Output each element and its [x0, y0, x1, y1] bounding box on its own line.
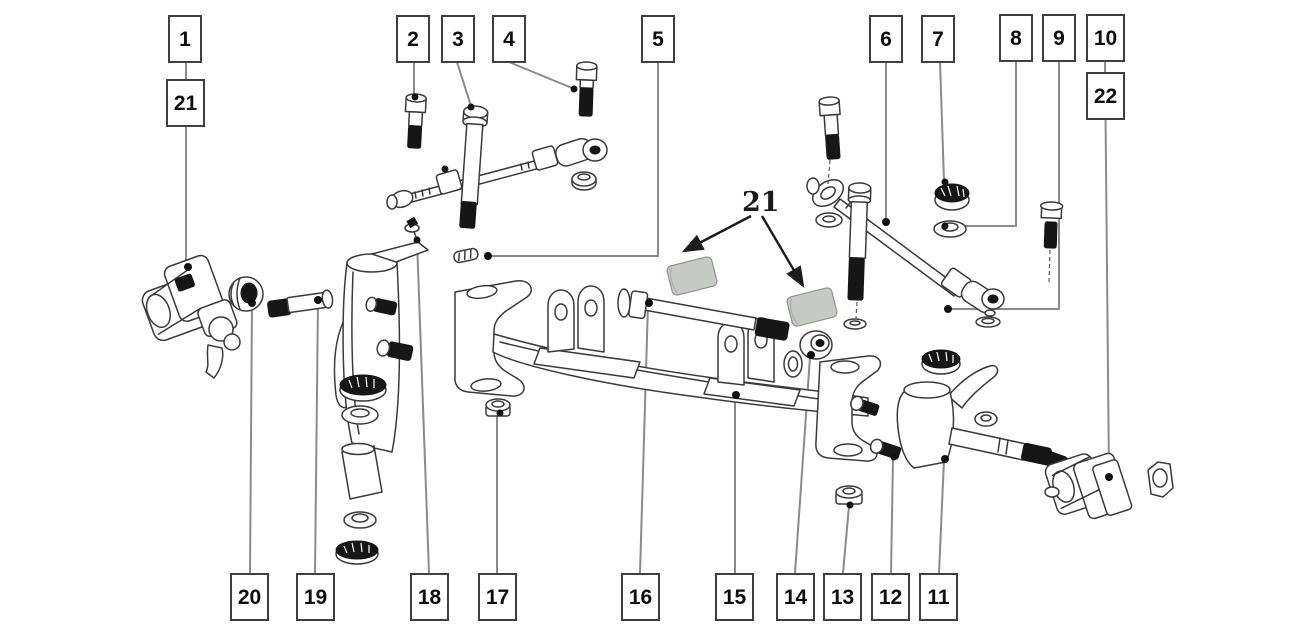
floating-label-21: 21: [742, 187, 780, 218]
callout-box-17: 17: [478, 573, 517, 621]
callout-label: 2: [407, 27, 419, 51]
leader-9: [951, 62, 1060, 310]
callout-label: 16: [628, 585, 653, 609]
leader-12: [890, 457, 894, 574]
callout-label: 15: [722, 585, 747, 609]
callout-box-15: 15: [715, 573, 754, 621]
leader-20: [249, 303, 253, 574]
callout-label: 19: [303, 585, 328, 609]
part-cap-nut-17: [485, 398, 511, 417]
part-hex-nut-small: [571, 171, 597, 191]
part-grease-fitting-18: [404, 216, 420, 240]
part-pin-5: [453, 247, 479, 264]
leader-8: [948, 62, 1017, 227]
part-axle-beam-15: [454, 280, 882, 462]
callout-box-16: 16: [621, 573, 660, 621]
part-bolt-9: [1039, 201, 1064, 249]
arrow-to-left-bushing: [681, 214, 752, 253]
callout-label: 21: [173, 91, 198, 115]
leader-5: [490, 62, 659, 257]
callout-box-5: 5: [641, 15, 675, 63]
assembly-axis-dashed: [855, 301, 858, 319]
callout-label: 7: [932, 27, 944, 51]
callout-label: 14: [783, 585, 808, 609]
part-bolt-top-right: [818, 96, 841, 160]
callout-box-8: 8: [999, 14, 1033, 62]
callout-box-21: 21: [166, 79, 205, 127]
part-king-pin-3: [459, 105, 489, 229]
callout-label: 13: [830, 585, 855, 609]
part-drag-link-6: [806, 177, 1005, 328]
callout-box-20: 20: [230, 573, 269, 621]
leader-7: [939, 61, 945, 182]
part-bolt-4: [575, 61, 598, 117]
leader-lines: [185, 61, 1110, 574]
callout-box-13: 13: [823, 573, 862, 621]
callout-label: 10: [1093, 26, 1118, 50]
callout-label: 5: [652, 27, 664, 51]
callout-label: 12: [878, 585, 903, 609]
leader-11: [938, 459, 945, 574]
leader-dots: [184, 85, 1113, 509]
callout-box-11: 11: [919, 573, 958, 621]
callout-label: 3: [452, 27, 464, 51]
part-bushing-right-21: [786, 287, 838, 327]
part-cap-20: [228, 276, 264, 312]
callout-box-3: 3: [441, 15, 475, 63]
callout-box-2: 2: [396, 15, 430, 63]
part-bolt-2: [404, 93, 427, 149]
callout-box-4: 4: [492, 15, 526, 63]
part-washer-under-pin: [843, 318, 867, 330]
leader-10: [1104, 61, 1110, 477]
leader-18: [416, 239, 430, 574]
leader-19: [314, 300, 319, 574]
callout-box-10: 10: [1086, 14, 1125, 62]
part-bearing-7: [934, 183, 970, 211]
part-washer-top-right: [815, 212, 843, 228]
part-left-hub-assembly: [141, 254, 241, 379]
part-flanged-nut-14: [799, 330, 833, 360]
callout-label: 6: [880, 27, 892, 51]
part-left-tie-rod: [386, 137, 608, 210]
floating-label-group: 21: [681, 187, 805, 289]
callout-box-22: 22: [1086, 72, 1125, 120]
callout-label: 11: [927, 585, 950, 609]
part-king-pin-right: [847, 182, 872, 301]
part-bushing-left-21: [666, 256, 718, 296]
callout-box-12: 12: [871, 573, 910, 621]
callout-label: 4: [503, 27, 515, 51]
part-bolt-12a: [850, 395, 880, 416]
leader-16: [639, 303, 649, 574]
callout-box-6: 6: [869, 15, 903, 63]
part-spindle-19: [267, 289, 334, 318]
callout-label: 17: [485, 585, 510, 609]
part-left-knuckle: [333, 241, 429, 453]
leader-3: [456, 61, 472, 107]
callout-box-9: 9: [1042, 14, 1076, 62]
part-cap-nut-13: [835, 485, 863, 505]
callout-label: 8: [1010, 26, 1022, 50]
assembly-axis-dashed: [1048, 249, 1051, 285]
part-bolt-16: [617, 288, 803, 378]
part-right-knuckle-11: [896, 349, 1052, 469]
callout-label: 1: [179, 27, 191, 51]
callout-box-7: 7: [921, 15, 955, 63]
callout-box-19: 19: [296, 573, 335, 621]
callout-label: 20: [237, 585, 262, 609]
callout-box-18: 18: [410, 573, 449, 621]
callout-label: 9: [1053, 26, 1065, 50]
callout-box-1: 1: [168, 15, 202, 63]
callout-label: 18: [417, 585, 442, 609]
leader-13: [842, 505, 850, 574]
part-hex-nut-right: [1147, 461, 1174, 498]
callout-box-14: 14: [776, 573, 815, 621]
callout-label: 22: [1093, 84, 1118, 108]
part-washer-8: [933, 220, 967, 238]
part-right-hub-assembly: [1041, 450, 1133, 520]
leader-4: [508, 61, 573, 89]
part-bearing-stack-left: [335, 374, 387, 565]
arrow-to-right-bushing: [760, 215, 805, 289]
